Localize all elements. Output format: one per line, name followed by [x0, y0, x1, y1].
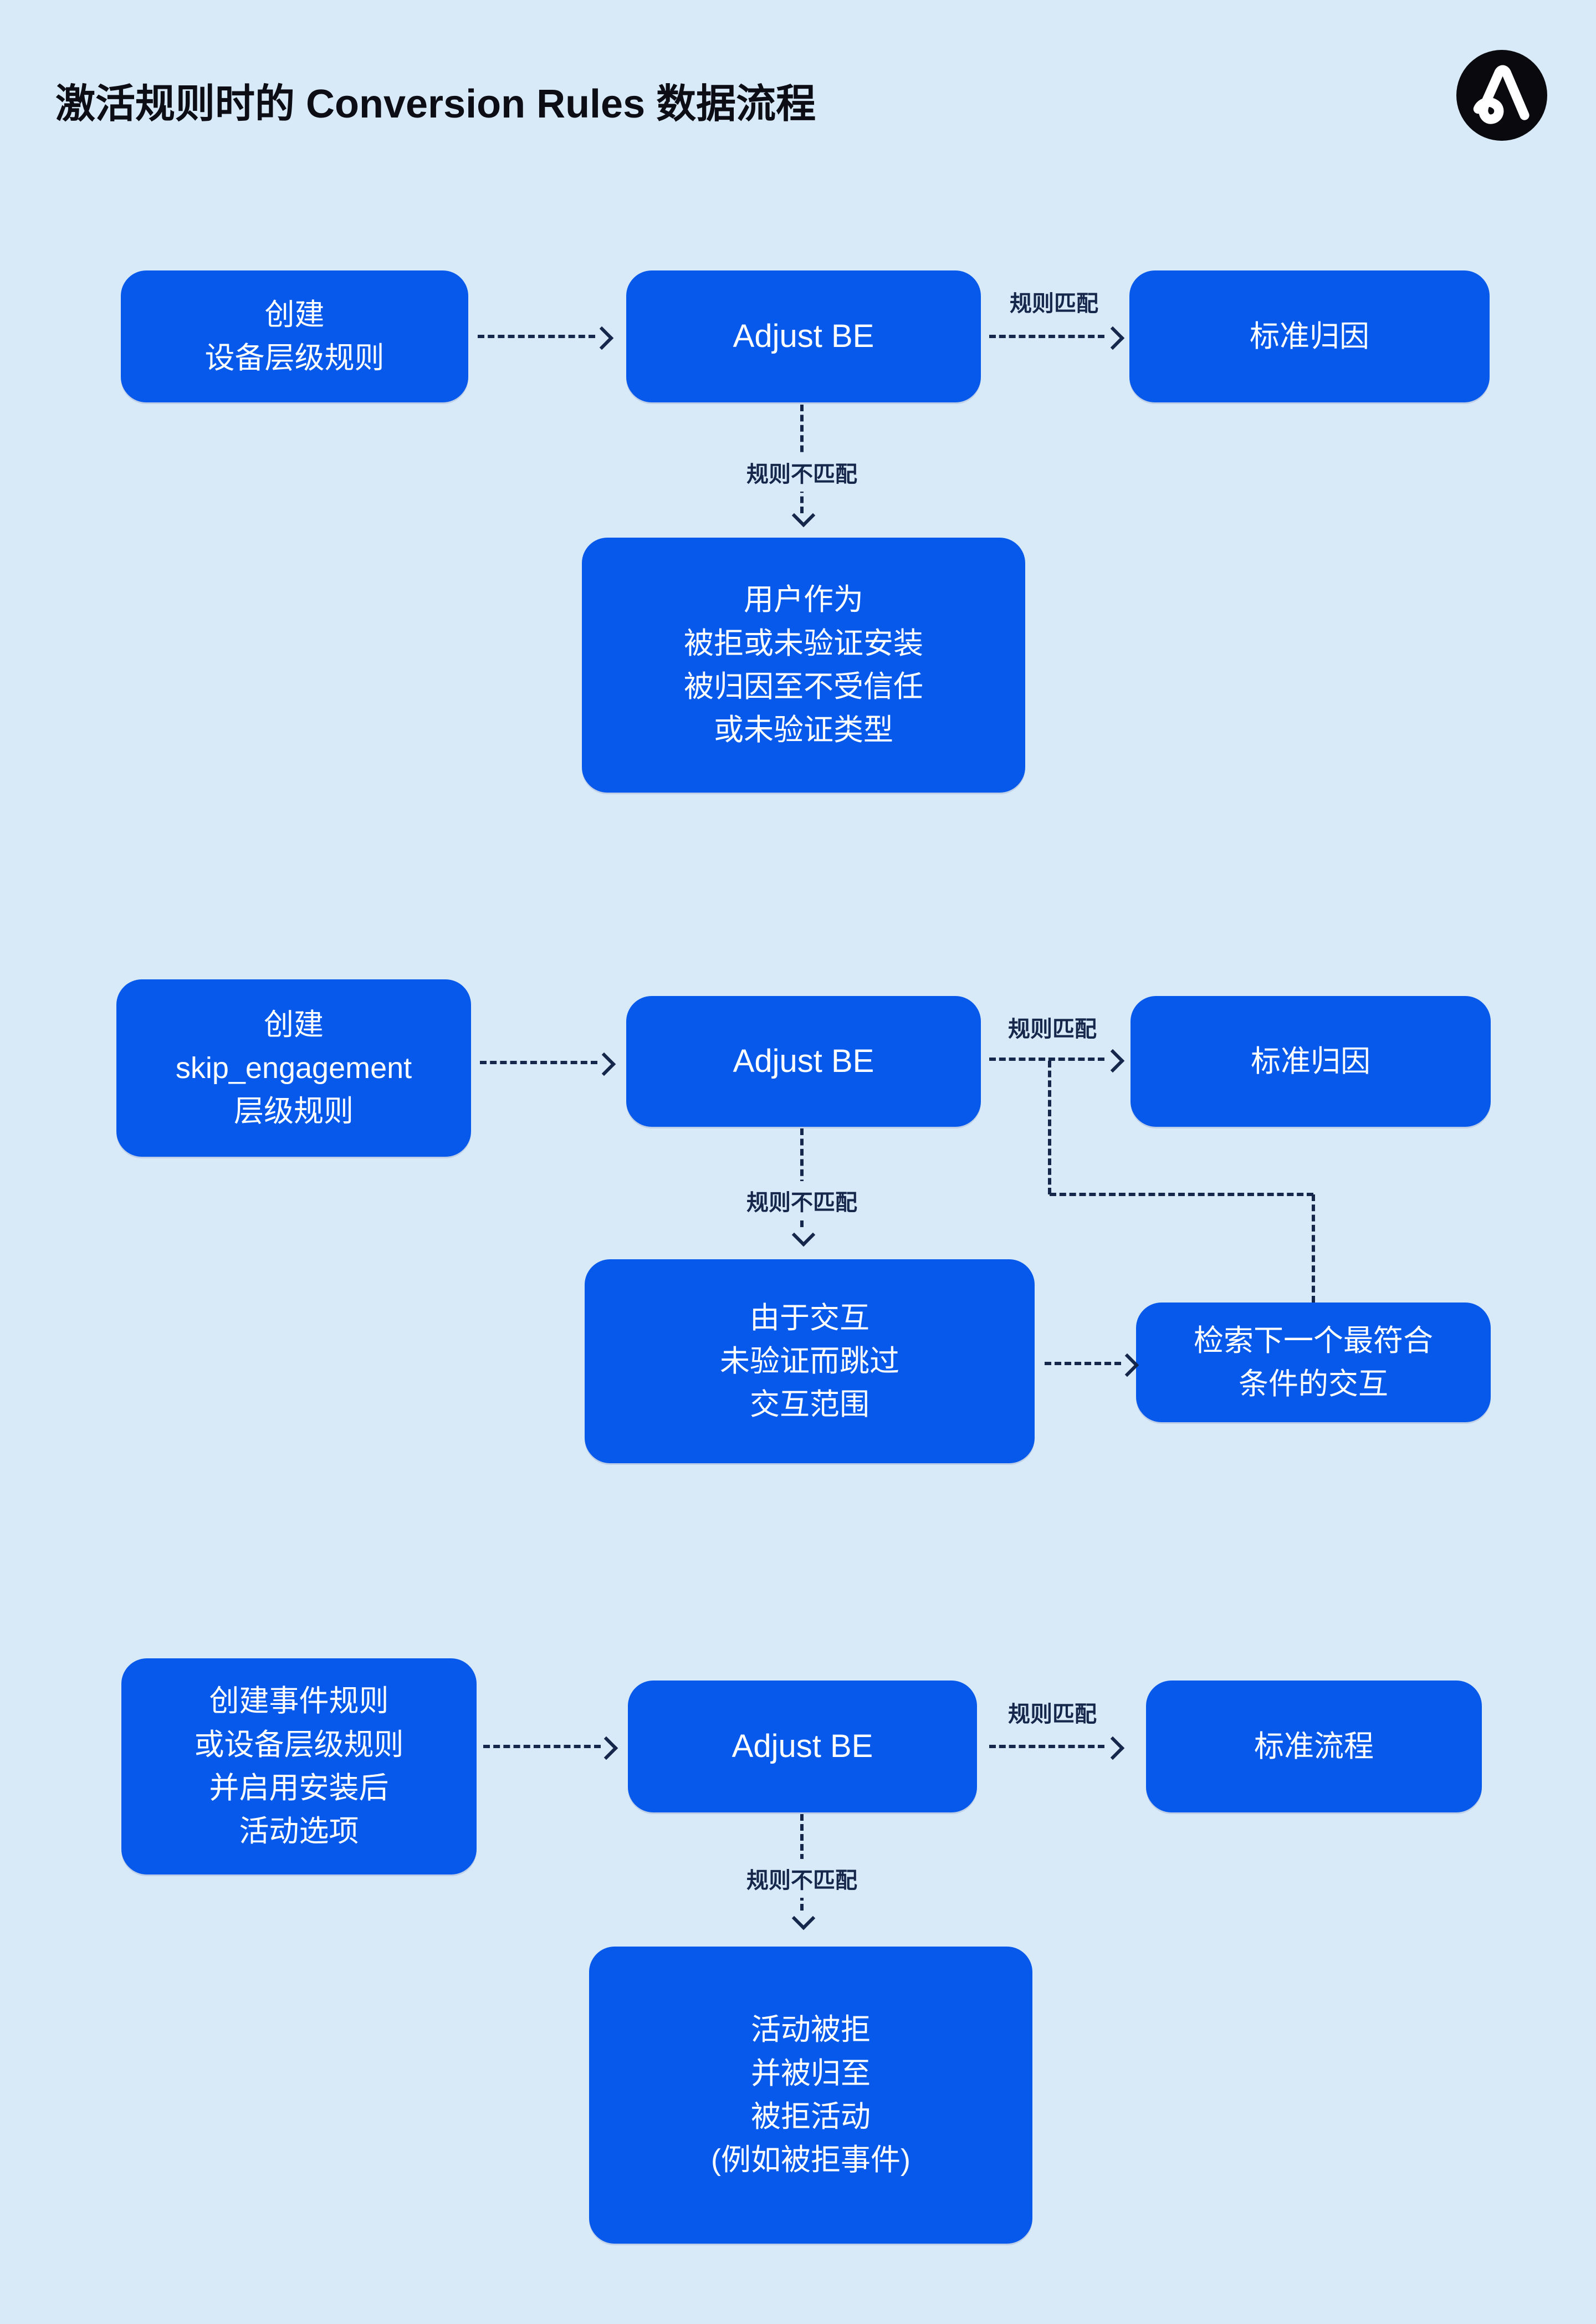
- node-untrusted-install-result: 用户作为 被拒或未验证安装 被归因至不受信任 或未验证类型: [582, 538, 1025, 793]
- arrowhead-right-icon: [1101, 1736, 1125, 1760]
- node-engagement-skipped-result: 由于交互 未验证而跳过 交互范围: [585, 1259, 1035, 1463]
- label-rule-no-match-3: 规则不匹配: [741, 1859, 863, 1898]
- dashed-connector: [1048, 1061, 1051, 1194]
- arrowhead-right-icon: [592, 1052, 616, 1076]
- dashed-connector: [800, 1128, 804, 1227]
- label-rule-match-3: 规则匹配: [1008, 1702, 1097, 1727]
- node-standard-attribution-1: 标准归因: [1129, 270, 1490, 402]
- arrowhead-right-icon: [590, 326, 614, 350]
- node-rejected-activity-result: 活动被拒 并被归至 被拒活动 (例如被拒事件): [589, 1947, 1032, 2244]
- arrowhead-down-icon: [791, 1906, 816, 1930]
- arrowhead-down-icon: [791, 1223, 816, 1247]
- node-create-event-rule: 创建事件规则 或设备层级规则 并启用安装后 活动选项: [121, 1658, 477, 1874]
- label-rule-match-2: 规则匹配: [1008, 1017, 1097, 1041]
- arrowhead-down-icon: [791, 503, 816, 528]
- node-adjust-be-3: Adjust BE: [628, 1681, 977, 1812]
- dashed-connector: [989, 1745, 1104, 1748]
- dashed-connector: [1312, 1194, 1315, 1303]
- adjust-logo-icon: [1456, 50, 1547, 141]
- dashed-connector: [1045, 1362, 1121, 1365]
- node-create-skip-engagement-rule: 创建 skip_engagement 层级规则: [116, 979, 471, 1157]
- dashed-connector: [478, 335, 595, 338]
- node-adjust-be-2: Adjust BE: [626, 996, 981, 1127]
- label-rule-no-match-1: 规则不匹配: [741, 453, 863, 492]
- node-retrieve-next-engagement: 检索下一个最符合 条件的交互: [1136, 1303, 1491, 1422]
- arrowhead-right-icon: [1101, 1049, 1125, 1073]
- node-standard-flow: 标准流程: [1146, 1681, 1482, 1812]
- arrowhead-right-icon: [594, 1736, 618, 1760]
- node-standard-attribution-2: 标准归因: [1130, 996, 1491, 1127]
- node-adjust-be-1: Adjust BE: [626, 270, 981, 402]
- page-title: 激活规则时的 Conversion Rules 数据流程: [55, 82, 816, 126]
- label-rule-match-1: 规则匹配: [1010, 292, 1098, 316]
- arrowhead-right-icon: [1115, 1353, 1139, 1377]
- dashed-connector: [989, 1058, 1104, 1061]
- arrowhead-right-icon: [1101, 326, 1125, 350]
- dashed-connector: [483, 1745, 601, 1748]
- dashed-connector: [989, 335, 1104, 338]
- node-create-device-rule: 创建 设备层级规则: [121, 270, 468, 402]
- label-rule-no-match-2: 规则不匹配: [741, 1181, 863, 1220]
- dashed-connector: [480, 1061, 597, 1064]
- dashed-connector: [1050, 1193, 1313, 1196]
